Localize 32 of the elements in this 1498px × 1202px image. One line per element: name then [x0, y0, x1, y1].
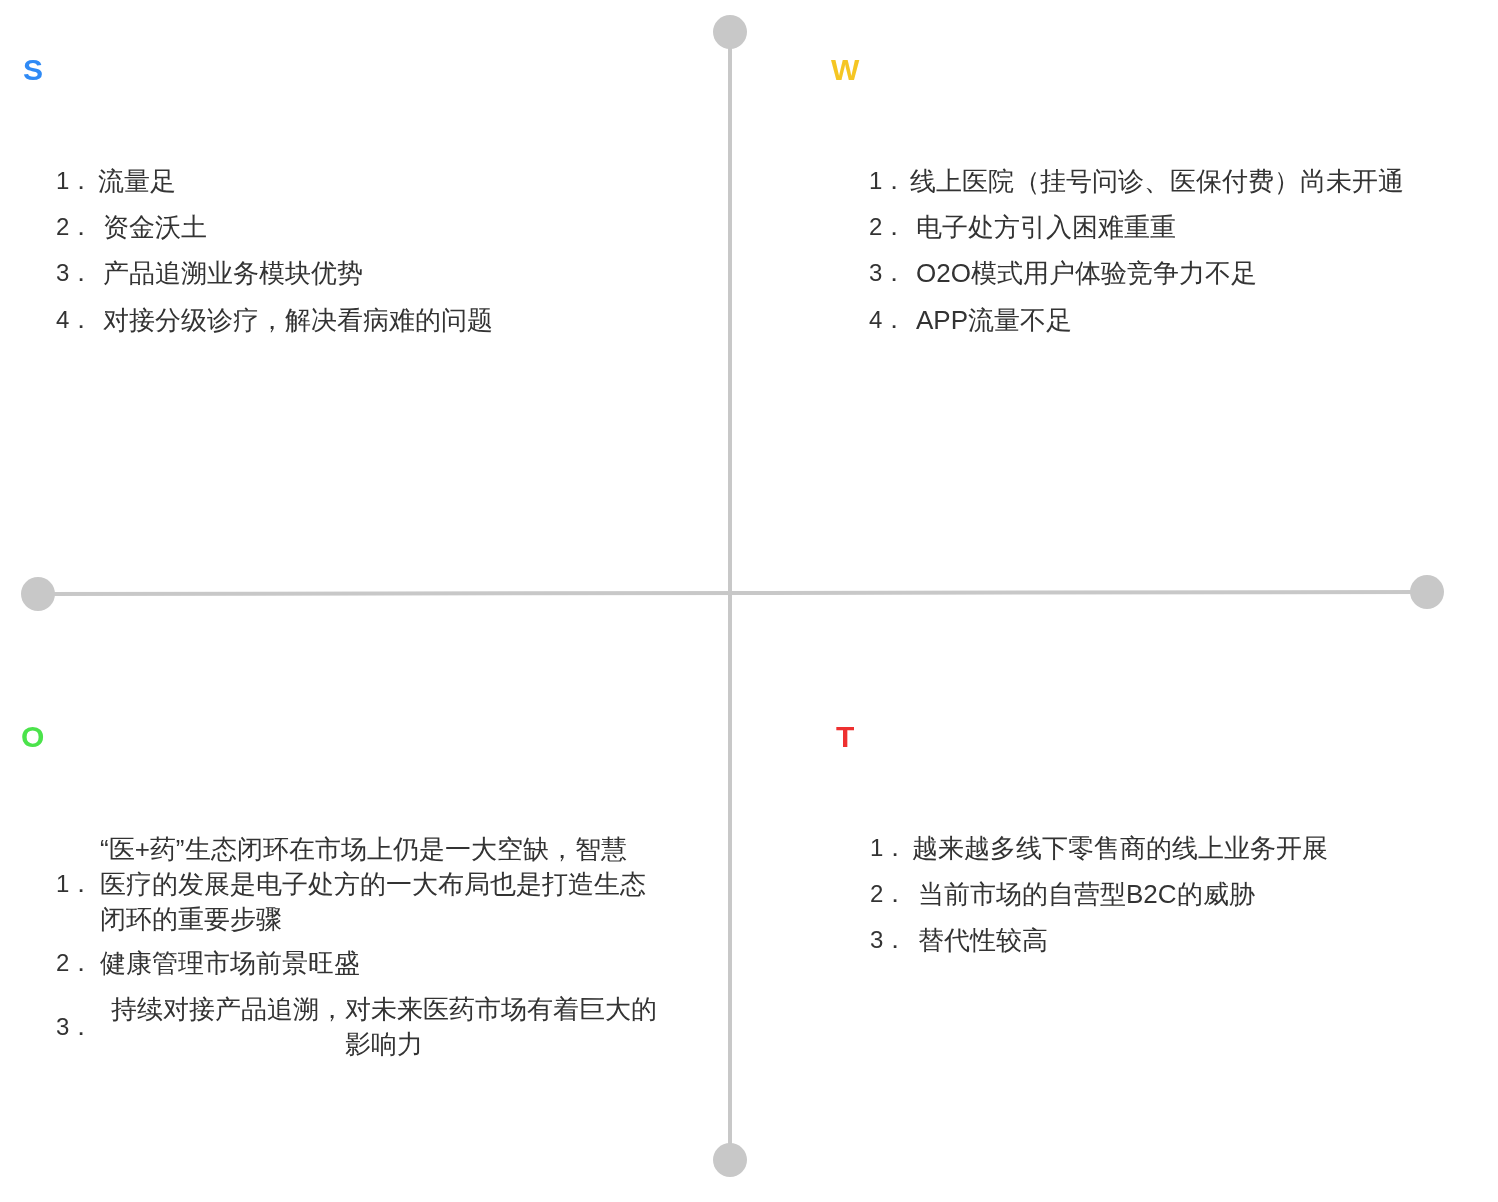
list-item-text: 对接分级诊疗，解决看病难的问题 [103, 303, 493, 337]
quadrant-heading: T [836, 722, 855, 752]
list-number: 2． [56, 951, 94, 975]
list-number: 2． [869, 215, 907, 239]
list-item-text: 线上医院（挂号问诊、医保付费）尚未开通 [910, 164, 1404, 198]
list-number: 1． [869, 169, 907, 193]
list-item-text: 持续对接产品追溯，对未来医药市场有着巨大的影响力 [110, 993, 658, 1061]
list-item-text: “医+药”生态闭环在市场上仍是一大空缺，智慧医疗的发展是电子处方的一大布局也是打造生态闭环的重要步骤 [100, 832, 647, 936]
list-number: 4． [869, 308, 907, 332]
list-number: 4． [56, 308, 94, 332]
list-number: 3． [870, 928, 908, 952]
list-item-text: 电子处方引入困难重重 [916, 210, 1176, 244]
list-item-text: 当前市场的自营型B2C的威胁 [918, 877, 1255, 911]
list-item-text: 替代性较高 [918, 923, 1048, 957]
list-number: 1． [56, 169, 94, 193]
list-item-text: 流量足 [98, 164, 176, 198]
quadrant-heading: O [21, 722, 45, 752]
list-number: 1． [870, 836, 908, 860]
list-item-text: APP流量不足 [916, 303, 1073, 337]
list-number: 3． [869, 261, 907, 285]
list-item-text: 产品追溯业务模块优势 [103, 256, 363, 290]
quadrant-heading: S [23, 55, 43, 85]
list-item-text: 健康管理市场前景旺盛 [100, 946, 360, 980]
quadrant-heading: W [831, 55, 860, 85]
list-item-text: 资金沃土 [103, 210, 207, 244]
list-number: 2． [870, 882, 908, 906]
list-number: 3． [56, 261, 94, 285]
list-number: 2． [56, 215, 94, 239]
list-item-text: 越来越多线下零售商的线上业务开展 [912, 831, 1328, 865]
list-item-text: O2O模式用户体验竞争力不足 [916, 256, 1257, 290]
list-number: 1． [56, 872, 94, 896]
list-number: 3． [56, 1015, 94, 1039]
